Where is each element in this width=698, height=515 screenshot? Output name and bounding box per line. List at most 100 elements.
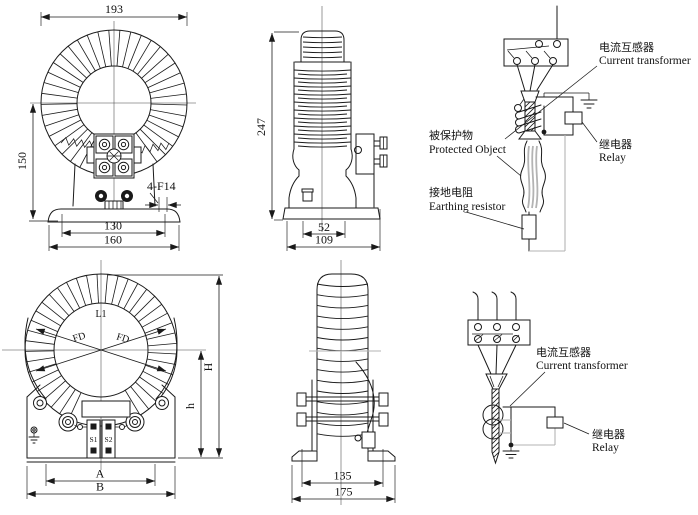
foot-right bbox=[367, 450, 396, 462]
hole-callout-4F14: 4-F14 bbox=[145, 179, 181, 212]
ct-bushing bbox=[514, 90, 542, 140]
terminal-strips: S1 S2 bbox=[74, 419, 128, 459]
mounting-plate bbox=[26, 384, 176, 463]
foot-left bbox=[291, 450, 318, 462]
coil-l1-label: L1 bbox=[95, 309, 106, 320]
relay-zh-label: 继电器 bbox=[592, 428, 625, 441]
dim-A: A bbox=[45, 464, 156, 486]
incoming-line-1 bbox=[472, 291, 479, 321]
protected-en-label: Protected Object bbox=[429, 144, 507, 156]
secondary-loop bbox=[535, 96, 574, 136]
dim-175-label: 175 bbox=[335, 485, 353, 499]
dim-H: H bbox=[108, 274, 223, 459]
toroid-fins bbox=[40, 30, 188, 168]
dim-B-label: B bbox=[96, 480, 104, 494]
spring-left bbox=[60, 136, 94, 149]
relay-box bbox=[564, 111, 583, 125]
ct-coil-loop-2 bbox=[482, 418, 504, 440]
dim-h: h bbox=[183, 350, 205, 458]
junction-dot bbox=[541, 129, 547, 135]
fd-left-label: FD bbox=[71, 330, 87, 344]
ct-coil-loop-1 bbox=[482, 404, 504, 426]
junction-dot bbox=[508, 442, 514, 448]
dim-A-label: A bbox=[96, 467, 105, 481]
protected-zh-label: 被保护物 bbox=[429, 128, 473, 142]
dim-holes-130: 130 bbox=[61, 214, 166, 237]
view-side-top: 247 52 109 bbox=[254, 6, 388, 251]
cable-rod bbox=[491, 388, 500, 465]
spring-right bbox=[137, 142, 170, 154]
foot-bolts bbox=[95, 190, 133, 202]
dim-height-247: 247 bbox=[254, 31, 299, 221]
dim-135-label: 135 bbox=[334, 469, 352, 483]
dim-52-label: 52 bbox=[318, 220, 330, 234]
terminal-s1-label: S1 bbox=[90, 435, 98, 444]
terminal-block bbox=[86, 133, 142, 179]
ct-en-label: Current transformer bbox=[599, 55, 691, 67]
wire-terminal bbox=[354, 431, 376, 449]
dim-150-label: 150 bbox=[15, 152, 29, 170]
protected-object-symbol bbox=[520, 140, 546, 213]
earthing-resistor-symbol bbox=[521, 214, 537, 240]
label-relay: 继电器 Relay bbox=[563, 422, 625, 454]
view-front-bottom: S1 S2 FD FD L1 H h A B bbox=[2, 260, 223, 499]
ground-symbol bbox=[543, 92, 598, 109]
mid-fins-b bbox=[297, 73, 348, 148]
view-front-top: 193 150 130 160 4-F14 bbox=[15, 2, 196, 251]
nameplate bbox=[81, 400, 131, 418]
relay-en-label: Relay bbox=[592, 442, 619, 454]
ct-en-label: Current transformer bbox=[536, 360, 628, 372]
dim-height-150: 150 bbox=[15, 103, 58, 222]
terminal-s2-label: S2 bbox=[105, 435, 113, 444]
incoming-line-3 bbox=[510, 291, 517, 321]
dim-inner-52: 52 bbox=[302, 220, 346, 238]
top-fins bbox=[302, 36, 343, 59]
column-ribs bbox=[316, 283, 369, 437]
relay-zh-label: 继电器 bbox=[599, 138, 632, 151]
label-current-transformer: 电流互感器 Current transformer bbox=[509, 345, 628, 407]
rod-hatch bbox=[492, 389, 499, 460]
earth-zh-label: 接地电阻 bbox=[429, 186, 473, 199]
label-earthing-resistor: 接地电阻 Earthing resistor bbox=[429, 186, 525, 230]
body-left bbox=[288, 148, 300, 209]
incoming-line-2 bbox=[491, 291, 498, 321]
clamp-bracket bbox=[296, 379, 389, 453]
relay-box bbox=[546, 416, 564, 429]
fd-diameter-arrows: FD FD bbox=[35, 328, 167, 372]
hole-note-label: 4-F14 bbox=[147, 179, 176, 193]
dim-247-label: 247 bbox=[254, 118, 268, 136]
ct-zh-label: 电流互感器 bbox=[599, 40, 654, 54]
shoulder-left bbox=[24, 317, 47, 400]
dim-130-label: 130 bbox=[104, 219, 122, 233]
ground-terminal bbox=[28, 426, 40, 444]
dim-109-label: 109 bbox=[315, 233, 333, 247]
label-protected-object: 被保护物 Protected Object bbox=[429, 128, 522, 177]
dim-H-label: H bbox=[201, 362, 215, 371]
label-current-transformer: 电流互感器 Current transformer bbox=[504, 40, 691, 140]
dim-B: B bbox=[26, 466, 176, 499]
mid-fins-a bbox=[293, 69, 352, 144]
shoulder-right bbox=[155, 317, 178, 400]
dim-193-label: 193 bbox=[105, 2, 123, 16]
secondary-loop bbox=[499, 406, 556, 446]
relay-en-label: Relay bbox=[599, 152, 626, 164]
base-ornament bbox=[104, 200, 124, 210]
column-outline bbox=[316, 273, 369, 451]
dim-base-160: 160 bbox=[48, 225, 180, 251]
dim-160-label: 160 bbox=[104, 233, 122, 247]
dim-base-175: 175 bbox=[291, 465, 396, 503]
label-relay: 继电器 Relay bbox=[581, 121, 632, 164]
circuit-bottom: 电流互感器 Current transformer 继电器 Relay bbox=[467, 291, 628, 465]
terminal-bracket bbox=[354, 133, 388, 208]
dim-base-109: 109 bbox=[286, 209, 381, 251]
cable-cone bbox=[485, 373, 508, 390]
base bbox=[282, 207, 381, 220]
bolt-detail-left bbox=[301, 188, 314, 202]
primary-terminal bbox=[514, 104, 522, 112]
ct-zh-label: 电流互感器 bbox=[536, 345, 591, 359]
earth-en-label: Earthing resistor bbox=[429, 201, 505, 213]
dim-h-label: h bbox=[183, 403, 197, 409]
fd-right-label: FD bbox=[115, 331, 131, 345]
